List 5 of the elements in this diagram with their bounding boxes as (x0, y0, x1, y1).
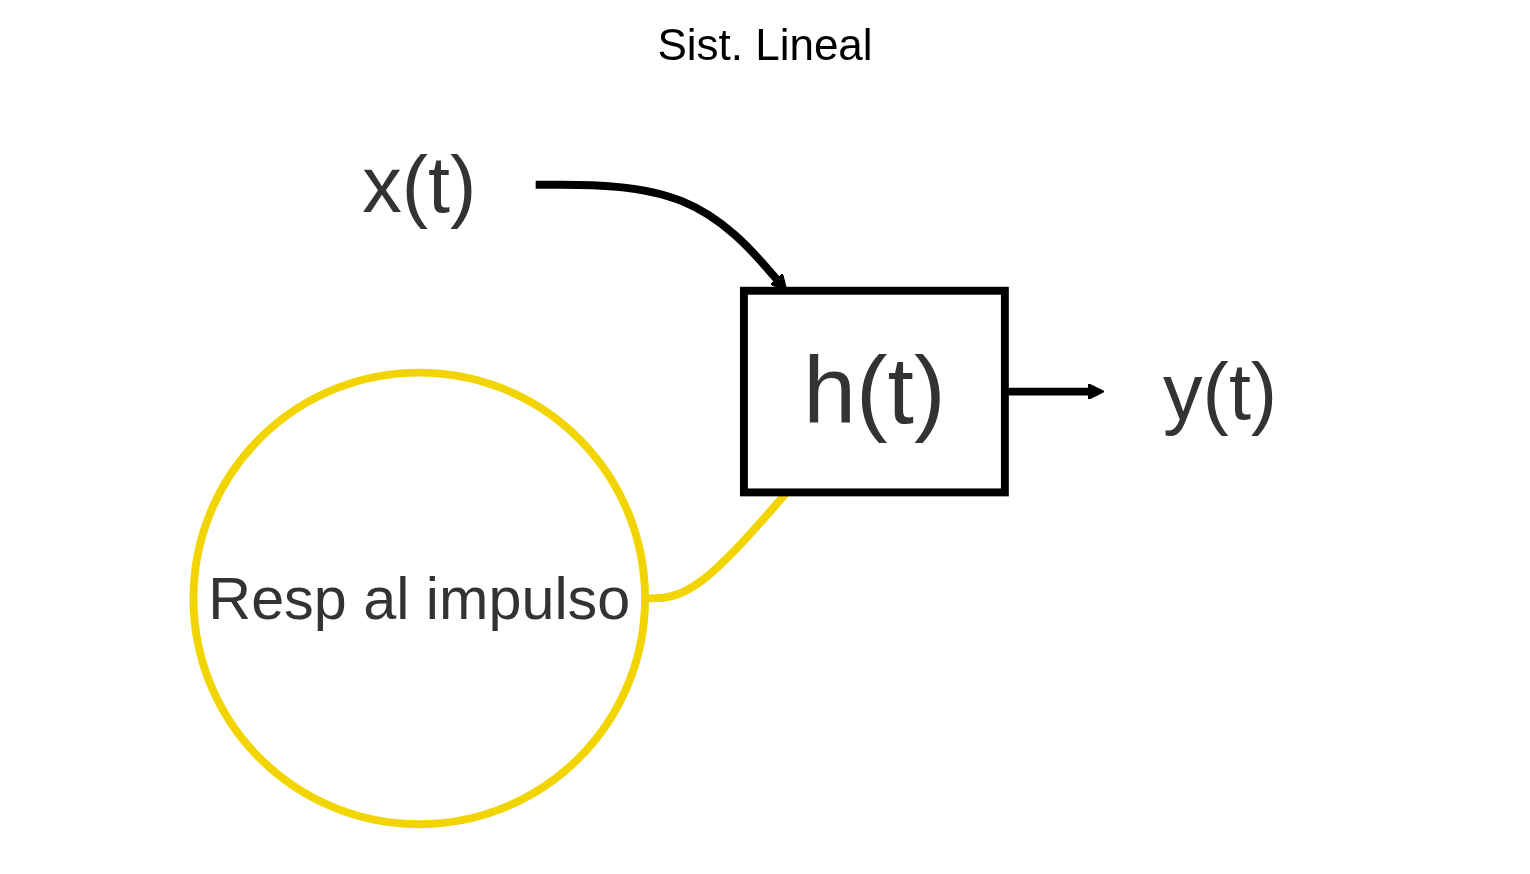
diagram-title: Sist. Lineal (656, 20, 874, 70)
node-box: h(t) (739, 286, 1009, 497)
node-text: x(t) (362, 141, 477, 229)
node-circle: Resp al impulso (189, 368, 650, 829)
node-text: y(t) (1163, 348, 1278, 436)
